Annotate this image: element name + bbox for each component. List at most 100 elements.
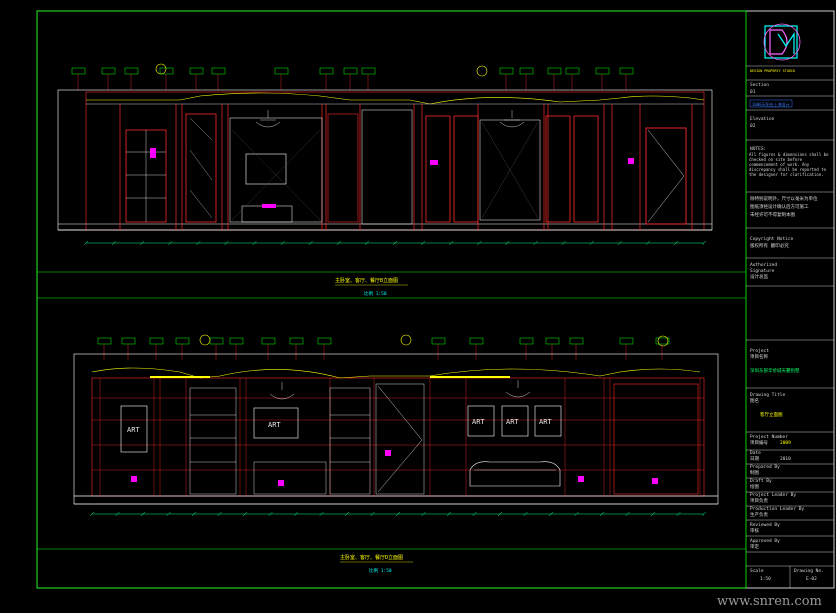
dimension-tick: [676, 511, 681, 517]
dimension-tick: [505, 240, 510, 246]
dimension-tick: [548, 511, 554, 517]
dimension-tick: [673, 240, 679, 246]
drawing-title-label: Drawing Title: [750, 392, 786, 398]
company-logo: [763, 23, 801, 61]
reference-tag: [519, 337, 534, 345]
dimension-tick: [533, 240, 538, 246]
dimension-tick: [224, 240, 229, 246]
dimension-tick: [252, 240, 257, 246]
reference-tag: [261, 337, 276, 345]
section-marker: [155, 63, 167, 75]
drawing-no-label: Drawing No.: [794, 568, 824, 574]
dimension-tick: [293, 511, 299, 517]
project-number-sub: 项目编号: [750, 439, 768, 446]
cabinet-door: [545, 115, 571, 223]
reference-tag: [189, 67, 204, 75]
notes-title: NOTES:: [750, 146, 766, 152]
elevation-label: Elevation: [750, 116, 775, 122]
reference-tag: [317, 337, 332, 345]
reference-tag: [274, 67, 289, 75]
section-marker: [400, 334, 412, 346]
dimension-tick: [364, 240, 370, 246]
title-block: DESIGN PROPERTY STUDIO Section 01 1000天阳…: [746, 23, 834, 588]
dimension-tick: [395, 511, 401, 517]
dimension-tick: [166, 511, 171, 517]
section-label: Section: [750, 82, 769, 88]
cabinet-door: [573, 115, 599, 223]
project-number-label: Project Number: [750, 434, 788, 440]
dimension-tick: [650, 511, 656, 517]
approved-sub: 审定: [750, 543, 759, 550]
elevation-value: 02: [750, 123, 756, 129]
project-value: 深圳东部华侨城天麓别墅: [750, 367, 800, 374]
reference-tag: [655, 337, 670, 345]
dimension-tick: [477, 240, 482, 246]
reference-tag: [319, 67, 334, 75]
dimension-tick: [701, 511, 707, 517]
reference-tag: [619, 337, 634, 345]
project-label: Project: [750, 348, 769, 354]
approved-label: Approved By: [750, 538, 780, 544]
dimension-tick: [589, 240, 594, 246]
approval-line: 除特别说明外，尺寸以毫米为单位: [750, 195, 818, 202]
dimension-tick: [523, 511, 528, 517]
dimension-tick: [497, 511, 503, 517]
reference-tag: [289, 337, 304, 345]
upper-view-title: 主卧室、客厅、餐厅B立面图: [335, 277, 398, 284]
dimension-tick: [449, 240, 454, 246]
reference-tag: [545, 337, 560, 345]
reference-tag: [229, 337, 244, 345]
cabinet-door: [453, 115, 479, 223]
reference-tag: [431, 337, 446, 345]
notes-text: All figures & dimensions shall be checke…: [749, 152, 829, 177]
section-marker: [476, 65, 488, 77]
dimension-tick: [217, 511, 222, 517]
drawing-frame: [36, 10, 747, 589]
lower-dimension-row: [89, 511, 707, 517]
dimension-tick: [89, 511, 95, 517]
dimension-tick: [319, 511, 324, 517]
art-label: ART: [472, 418, 485, 426]
reference-tag: [149, 337, 164, 345]
drawing-no-value: E-02: [806, 576, 817, 582]
authorized-value: Signature: [750, 268, 775, 274]
dimension-tick: [561, 240, 566, 246]
production-sub: 生产负责: [750, 511, 768, 518]
scale-label: Scale: [750, 568, 764, 574]
reference-tag: [121, 337, 136, 345]
authorized-label: Authorized: [750, 262, 777, 268]
blue-label: 1000天阳台上海设计: [752, 101, 790, 107]
reference-tag: [361, 67, 376, 75]
copyright-text: 版权所有 翻印必究: [750, 242, 789, 249]
project-sub: 项目名称: [750, 353, 768, 360]
reference-tag: [175, 337, 190, 345]
dimension-tick: [599, 511, 605, 517]
reference-tag: [97, 337, 112, 345]
prepared-label: Prepared By: [750, 464, 780, 470]
date-label: Date: [750, 450, 761, 456]
dimension-tick: [701, 240, 707, 246]
dimension-tick: [140, 511, 146, 517]
dimension-tick: [140, 240, 145, 246]
reference-tag: [547, 67, 562, 75]
authorized-sub: 设计总监: [750, 273, 768, 280]
reference-tag: [211, 67, 226, 75]
project-leader-label: Project Leader By: [750, 492, 796, 498]
art-label: ART: [268, 421, 281, 429]
dimension-tick: [645, 240, 650, 246]
upper-elevation: 主卧室、客厅、餐厅B立面图 比例 1:50: [57, 63, 713, 297]
dimension-tick: [370, 511, 375, 517]
lower-tag-row: [97, 334, 670, 360]
project-number-value: 2009: [780, 440, 791, 446]
upper-tag-row: [71, 63, 634, 90]
art-label: ART: [506, 418, 519, 426]
sheet-border: [36, 10, 835, 589]
reference-tag: [565, 67, 580, 75]
reference-tag: [343, 67, 358, 75]
dimension-tick: [242, 511, 248, 517]
dimension-tick: [574, 511, 579, 517]
dimension-tick: [472, 511, 477, 517]
dimension-tick: [280, 240, 285, 246]
dimension-tick: [392, 240, 398, 246]
